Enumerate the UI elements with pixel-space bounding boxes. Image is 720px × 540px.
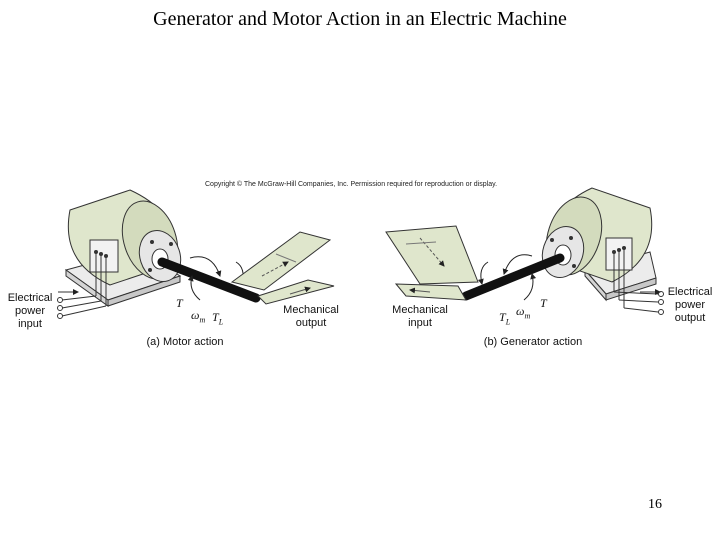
motor-output-label-line1: Mechanical [283,304,339,316]
motor-load-t: T [212,310,219,324]
generator-shaft [461,253,565,301]
motor-torque-symbol: T [176,296,183,310]
motor-input-label-line3: input [18,318,42,330]
generator-speed-symbol: ωm [516,304,530,320]
motor-load-sub: L [218,317,224,327]
generator-load-sub: L [505,317,511,327]
motor-load-torque-symbol: TL [212,310,223,326]
motor-input-label-line1: Electrical [7,292,53,304]
generator-machine [385,187,664,315]
generator-caption: (b) Generator action [483,336,583,348]
generator-load-t: T [499,310,506,324]
motor-caption: (a) Motor action [146,336,224,348]
motor-machine [57,189,335,319]
motor-omega: ω [191,308,200,322]
generator-input-label-line1: Mechanical [392,304,448,316]
page-number: 16 [648,497,662,512]
generator-output-label-line3: output [674,312,706,324]
motor-input-label: Electrical power input [4,292,56,331]
motor-output-label: Mechanical output [276,304,346,330]
motor-output-label-line2: output [295,317,327,329]
generator-output-label-line2: power [675,299,705,311]
generator-torque-symbol: T [540,296,547,310]
generator-output-label: Electrical power output [664,286,716,325]
slide-title: Generator and Motor Action in an Electri… [153,8,567,30]
copyright-notice: Copyright © The McGraw-Hill Companies, I… [205,181,498,188]
generator-omega: ω [516,304,525,318]
generator-belt [385,225,479,285]
motor-shaft [157,257,261,303]
generator-output-label-line1: Electrical [667,286,713,298]
motor-belt [230,231,332,291]
motor-input-label-line2: power [15,305,45,317]
generator-input-label-line2: input [408,317,432,329]
generator-input-label: Mechanical input [385,304,455,330]
motor-omega-sub: m [199,315,206,325]
generator-omega-sub: m [524,311,531,321]
generator-load-torque-symbol: TL [499,310,510,326]
motor-speed-symbol: ωm [191,308,205,324]
